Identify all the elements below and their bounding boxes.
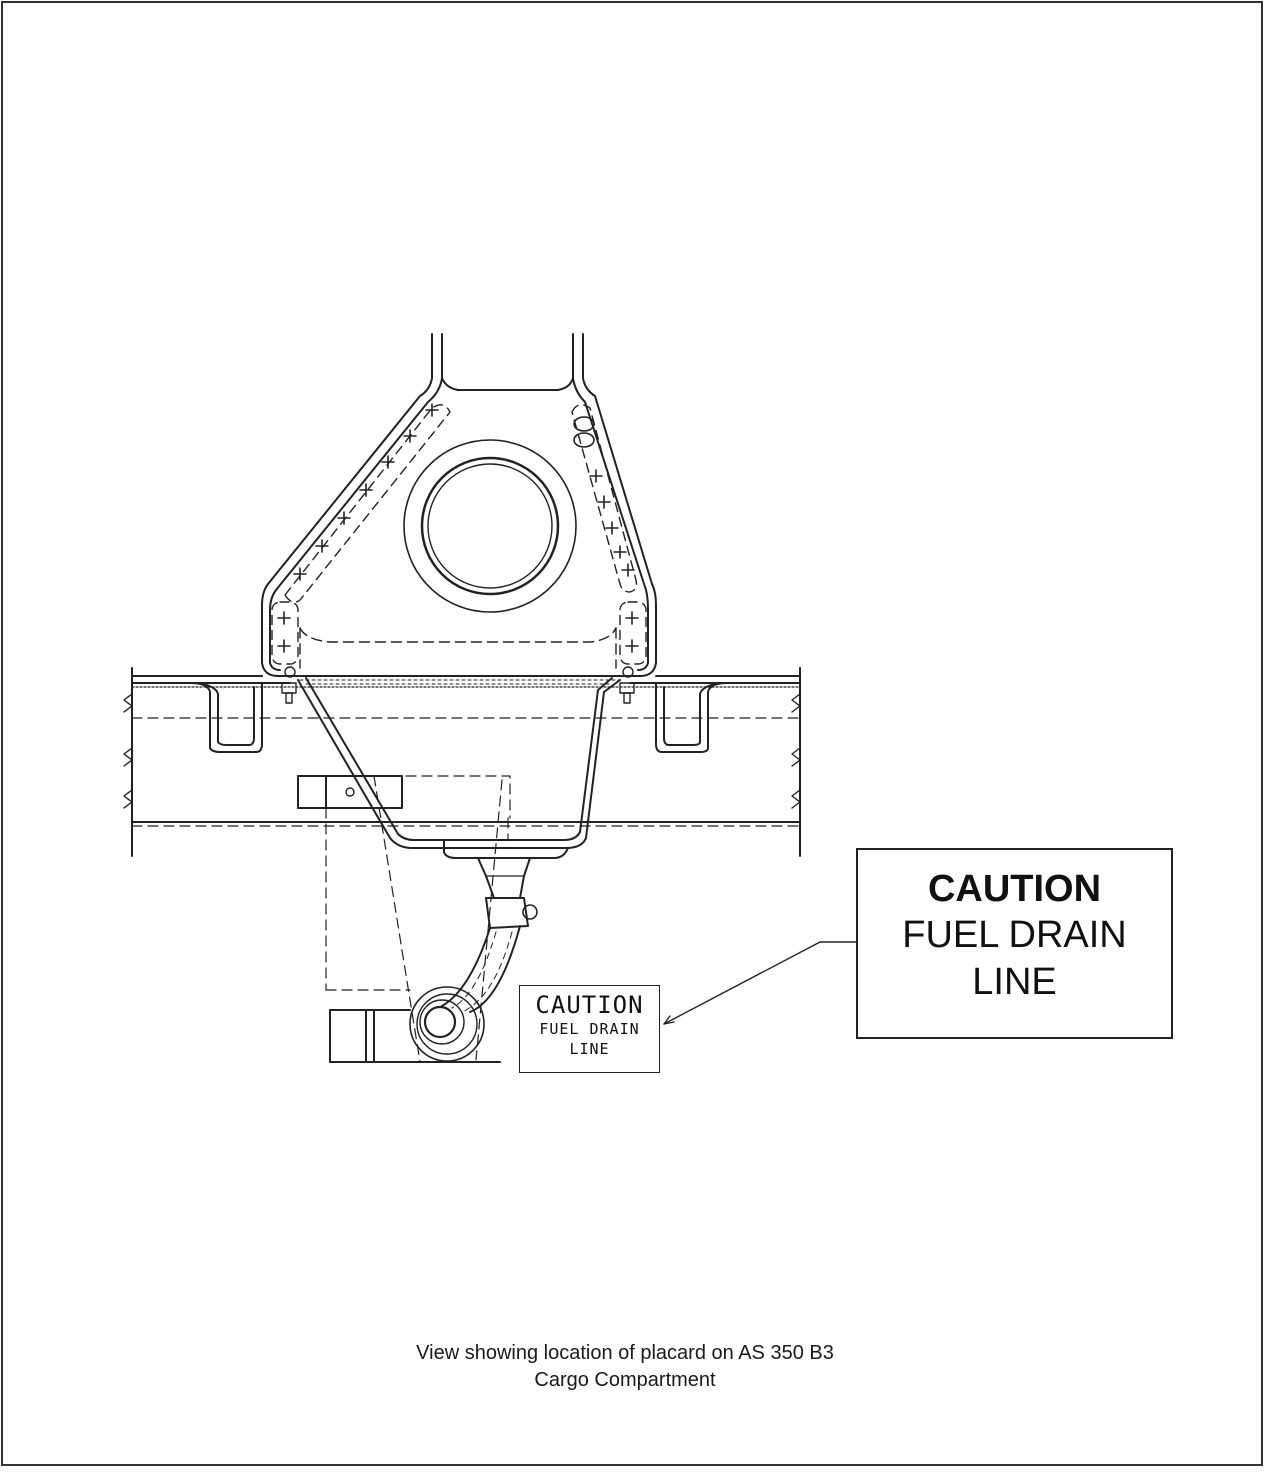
caption-line2: Cargo Compartment: [534, 1369, 716, 1391]
caution-callout: CAUTION FUEL DRAIN LINE: [856, 848, 1173, 1039]
callout-heading: CAUTION: [927, 868, 1102, 910]
gusset-plate: [261, 377, 657, 677]
drawing-placard: CAUTION FUEL DRAIN LINE: [519, 985, 660, 1073]
rivet-box-right: [619, 601, 647, 665]
rivet-crosses: [277, 403, 639, 653]
drain-tray: [297, 677, 621, 859]
rivet-box-left: [271, 601, 299, 665]
callout-line2: LINE: [972, 961, 1057, 1003]
floor-beam: [131, 667, 801, 857]
drawing-placard-line1: FUEL DRAIN: [539, 1020, 640, 1038]
callout-line1: FUEL DRAIN: [902, 914, 1127, 956]
figure-caption: View showing location of placard on AS 3…: [300, 1340, 950, 1394]
bushing: [403, 439, 577, 613]
break-marks: [123, 693, 801, 809]
sealant-strip: [295, 675, 625, 685]
floor-bolts: [281, 666, 635, 704]
lower-structure: [329, 1009, 501, 1063]
rivet-row-left: [284, 404, 451, 603]
drawing-placard-line2: LINE: [569, 1040, 610, 1058]
hidden-structure: [325, 775, 511, 1063]
upper-post: [431, 333, 584, 391]
bracket: [297, 775, 403, 809]
drawing-placard-heading: CAUTION: [535, 991, 644, 1019]
callout-leader: [663, 941, 857, 1025]
caption-line1: View showing location of placard on AS 3…: [416, 1342, 834, 1364]
drain-hose: [441, 857, 538, 1013]
drain-fitting: [409, 986, 485, 1062]
floor-channels: [189, 682, 729, 753]
